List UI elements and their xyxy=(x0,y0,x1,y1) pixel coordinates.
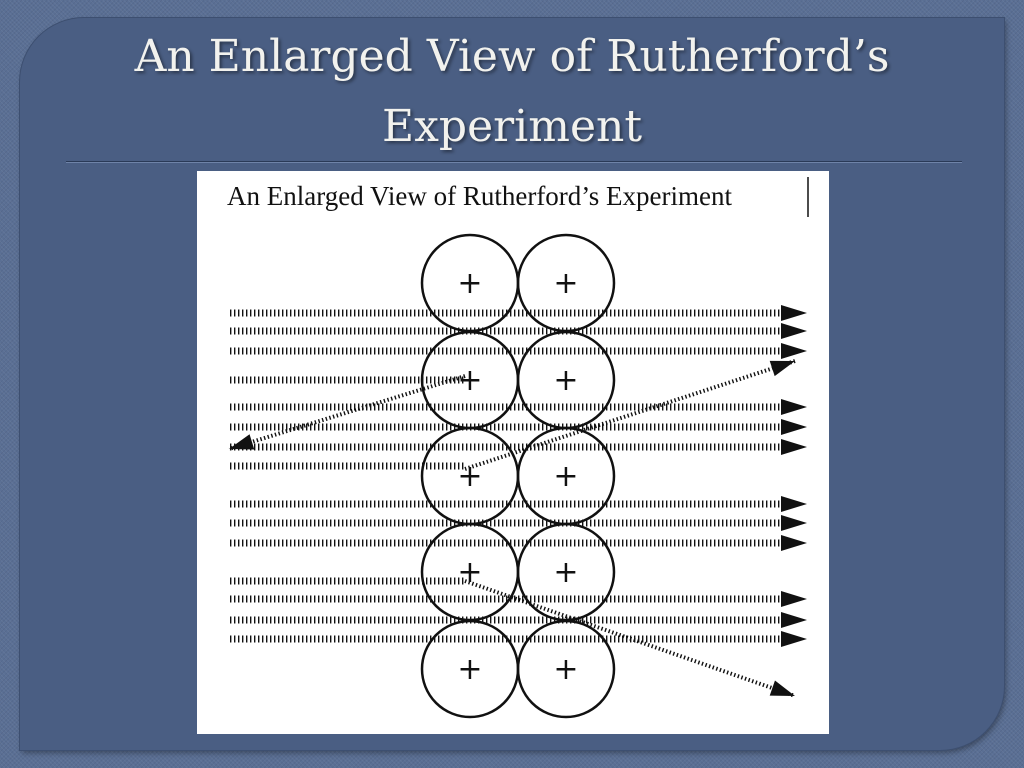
alpha-arrowhead xyxy=(769,360,795,377)
alpha-arrowhead xyxy=(781,323,807,339)
alpha-arrowhead xyxy=(781,535,807,551)
alpha-arrowhead xyxy=(781,439,807,455)
figure-caption: An Enlarged View of Rutherford’s Experim… xyxy=(227,181,733,211)
slide-title: An Enlarged View of Rutherford’s Experim… xyxy=(134,31,890,153)
nucleus-plus-sign: + xyxy=(457,363,482,398)
alpha-arrowhead xyxy=(781,496,807,512)
nucleus-plus-sign: + xyxy=(457,652,482,687)
alpha-arrowhead xyxy=(781,612,807,628)
title-divider xyxy=(66,161,962,163)
alpha-path-deflected xyxy=(228,374,466,451)
alpha-arrowhead xyxy=(781,591,807,607)
nucleus-plus-sign: + xyxy=(553,555,578,590)
alpha-path-deflected xyxy=(464,359,796,471)
rutherford-diagram: An Enlarged View of Rutherford’s Experim… xyxy=(197,171,829,734)
nucleus-plus-sign: + xyxy=(457,459,482,494)
alpha-arrowhead xyxy=(781,343,807,359)
gold-nucleus-circle xyxy=(516,619,616,719)
alpha-arrowhead xyxy=(781,515,807,531)
nucleus-plus-sign: + xyxy=(553,266,578,301)
alpha-arrowhead xyxy=(781,399,807,415)
alpha-arrowhead xyxy=(781,631,807,647)
diagram-canvas: An Enlarged View of Rutherford’s Experim… xyxy=(227,177,809,719)
alpha-arrowhead xyxy=(229,434,255,450)
nucleus-plus-sign: + xyxy=(553,363,578,398)
nucleus-plus-sign: + xyxy=(553,652,578,687)
alpha-arrowhead xyxy=(781,305,807,321)
nucleus-plus-sign: + xyxy=(553,459,578,494)
alpha-arrowhead xyxy=(769,680,795,696)
nucleus-plus-sign: + xyxy=(457,555,482,590)
alpha-arrowhead xyxy=(781,419,807,435)
alpha-path-deflected xyxy=(464,579,796,698)
nucleus-plus-sign: + xyxy=(457,266,482,301)
